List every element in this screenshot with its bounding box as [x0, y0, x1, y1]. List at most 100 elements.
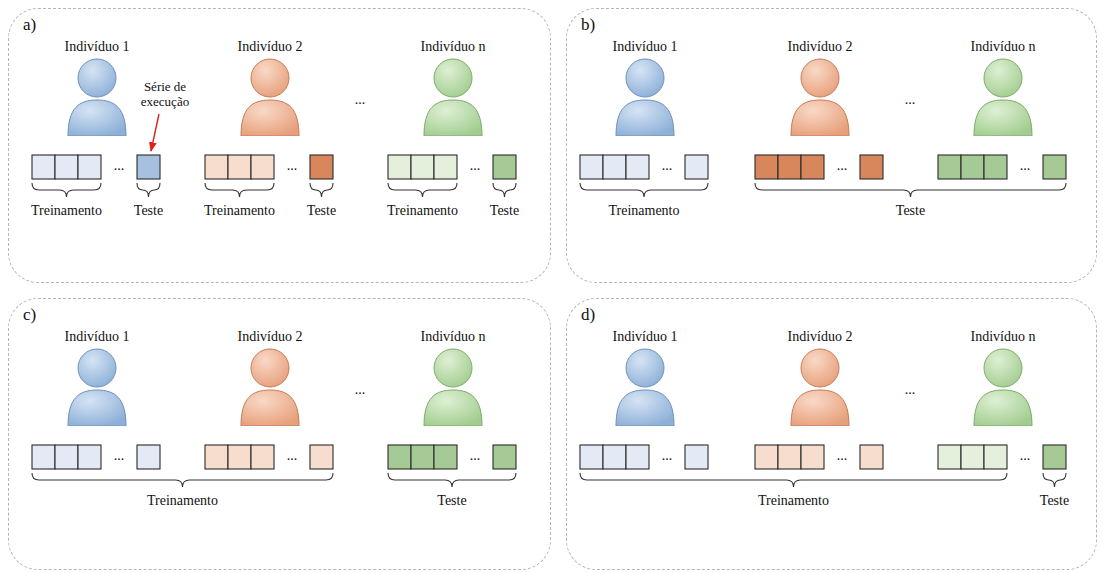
series-box	[860, 445, 883, 469]
panel-frame: c) Indivíduo 1 Indivíduo 2 Indivíduo n	[8, 298, 551, 570]
callout-arrow	[151, 114, 159, 151]
series-box	[778, 155, 801, 179]
series-box	[411, 445, 434, 469]
series-box	[984, 445, 1007, 469]
series-box	[860, 155, 883, 179]
bracket-label: Teste	[490, 203, 519, 219]
person-icon: Indivíduo 2	[228, 37, 312, 136]
brace	[32, 473, 333, 487]
brace	[580, 183, 708, 197]
person-icon: Indivíduo 1	[603, 37, 687, 136]
series-box	[228, 155, 251, 179]
person-icon: Indivíduo 2	[778, 37, 862, 136]
series-box	[626, 155, 649, 179]
series-box	[137, 155, 160, 179]
person-name: Indivíduo 2	[788, 328, 853, 346]
ellipsis: ...	[837, 448, 848, 464]
person-icon: Indivíduo 1	[603, 327, 687, 426]
series-box	[388, 445, 411, 469]
panel-letter: c)	[23, 305, 36, 325]
ellipsis: ...	[355, 92, 366, 108]
series-box	[984, 155, 1007, 179]
ellipsis: ...	[905, 382, 916, 398]
person-silhouette	[788, 346, 852, 426]
brace	[755, 183, 1066, 197]
panel-frame: b) Indivíduo 1 Indivíduo 2 Indivíduo n	[566, 8, 1097, 283]
panel-letter: b)	[581, 15, 595, 35]
person-name: Indivíduo 2	[238, 328, 303, 346]
person-icon: Indivíduo 1	[55, 37, 139, 136]
person-icon: Indivíduo n	[961, 37, 1045, 136]
person-name: Indivíduo n	[421, 328, 486, 346]
callout-label: Série de execução	[132, 79, 198, 109]
series-box	[137, 445, 160, 469]
series-box	[434, 445, 457, 469]
series-box	[32, 445, 55, 469]
person-silhouette	[238, 56, 302, 136]
series-box	[1043, 155, 1066, 179]
series-box	[55, 445, 78, 469]
person-icon: Indivíduo 1	[55, 327, 139, 426]
person-silhouette	[613, 56, 677, 136]
ellipsis: ...	[287, 448, 298, 464]
ellipsis: ...	[905, 92, 916, 108]
person-silhouette	[971, 56, 1035, 136]
series-box	[228, 445, 251, 469]
series-box	[685, 445, 708, 469]
person-silhouette	[421, 346, 485, 426]
panel-frame: a)Indivíduo 1Indivíduo 2Indivíduo n	[8, 8, 551, 283]
bracket-label: Treinamento	[147, 493, 218, 509]
series-box	[961, 445, 984, 469]
person-name: Indivíduo 1	[65, 328, 130, 346]
bracket-label: Treinamento	[31, 203, 102, 219]
series-box	[251, 155, 274, 179]
bracket-label: Teste	[1040, 493, 1069, 509]
series-box	[938, 445, 961, 469]
bracket-label: Teste	[307, 203, 336, 219]
series-box	[801, 445, 824, 469]
person-silhouette	[65, 56, 129, 136]
series-box	[626, 445, 649, 469]
bracket-label: Teste	[896, 203, 925, 219]
person-icon: Indivíduo n	[411, 37, 495, 136]
series-box	[493, 445, 516, 469]
person-icon: Indivíduo 2	[778, 327, 862, 426]
ellipsis: ...	[662, 448, 673, 464]
series-box	[801, 155, 824, 179]
series-box	[251, 445, 274, 469]
series-box	[603, 445, 626, 469]
series-box	[411, 155, 434, 179]
series-box	[205, 155, 228, 179]
series-box	[205, 445, 228, 469]
brace	[310, 183, 333, 197]
series-box	[78, 155, 101, 179]
bracket-label: Treinamento	[387, 203, 458, 219]
person-name: Indivíduo n	[421, 38, 486, 56]
series-box	[310, 445, 333, 469]
brace	[205, 183, 274, 197]
ellipsis: ...	[470, 158, 481, 174]
series-box	[938, 155, 961, 179]
person-silhouette	[65, 346, 129, 426]
person-name: Indivíduo 1	[613, 328, 678, 346]
ellipsis: ...	[662, 158, 673, 174]
person-silhouette	[238, 346, 302, 426]
series-box	[685, 155, 708, 179]
brace	[388, 183, 457, 197]
panel-letter: d)	[581, 305, 595, 325]
ellipsis: ...	[1020, 158, 1031, 174]
person-name: Indivíduo n	[971, 328, 1036, 346]
brace	[493, 183, 516, 197]
series-box	[388, 155, 411, 179]
series-box	[778, 445, 801, 469]
ellipsis: ...	[470, 448, 481, 464]
series-box	[755, 155, 778, 179]
panel-frame: d) Indivíduo 1 Indivíduo 2 Indivíduo n	[566, 298, 1097, 570]
brace	[32, 183, 101, 197]
series-box	[32, 155, 55, 179]
person-name: Indivíduo 2	[788, 38, 853, 56]
brace	[1043, 473, 1066, 487]
ellipsis: ...	[114, 448, 125, 464]
ellipsis: ...	[287, 158, 298, 174]
series-box	[961, 155, 984, 179]
